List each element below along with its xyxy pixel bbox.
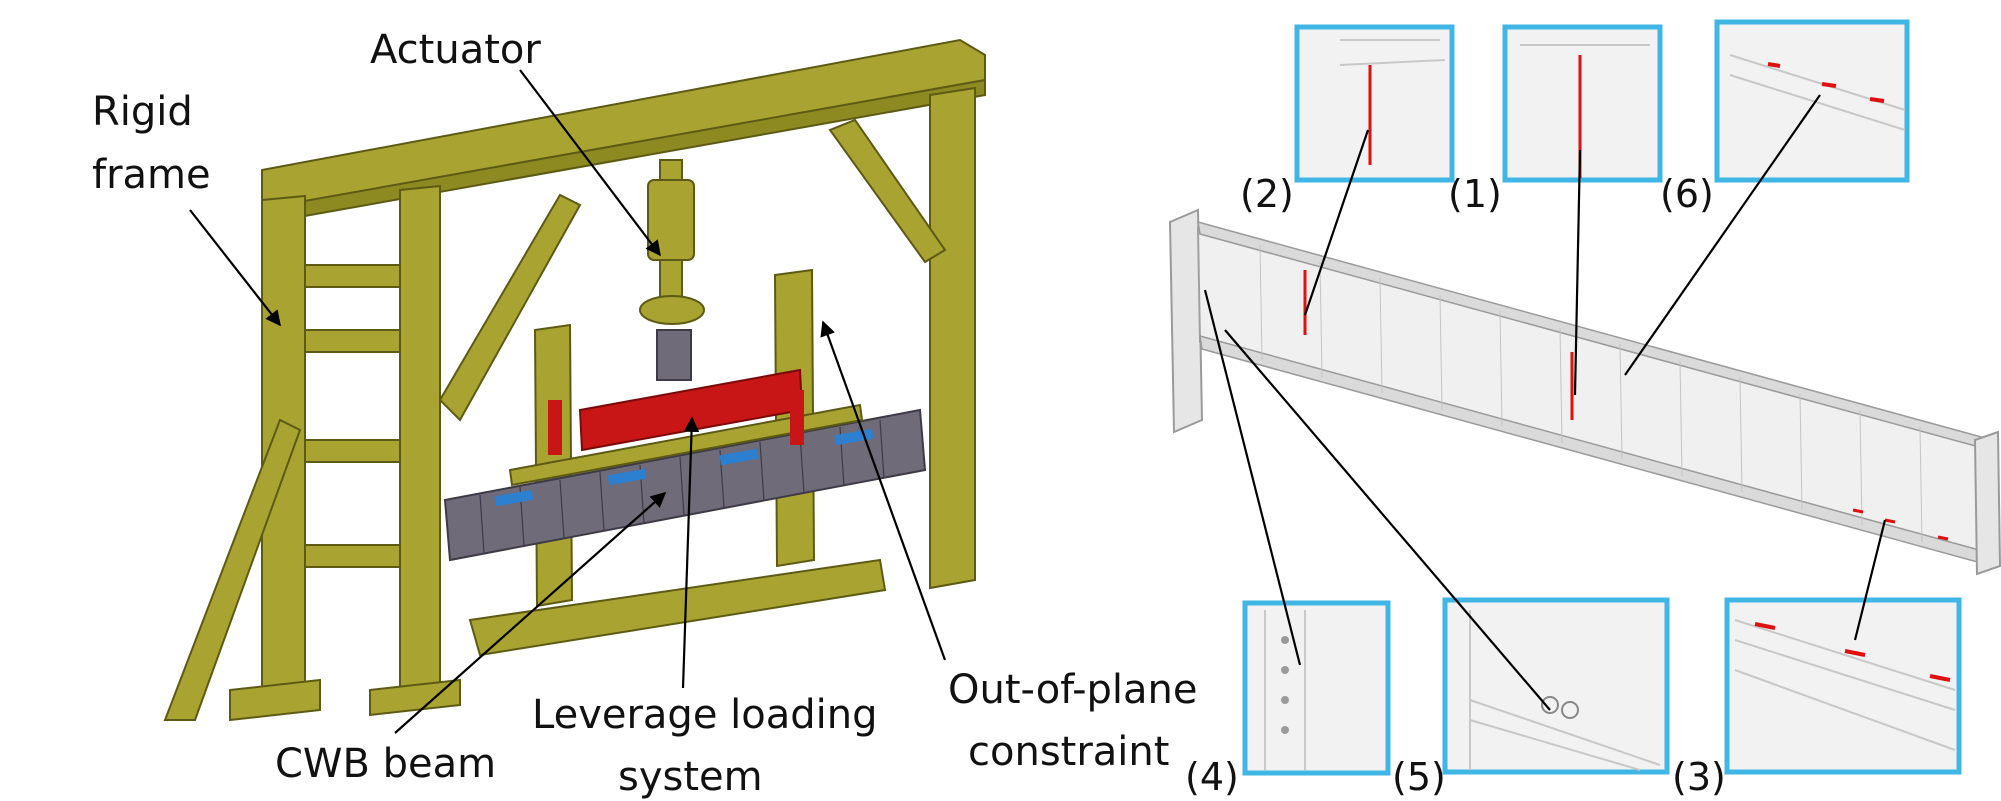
rigid-frame-left-column-inner [399,184,441,700]
leverage-beam-lower [508,403,864,487]
pointer-leverage-system [681,416,700,689]
label-out-of-plane-line2: constraint [968,729,1169,775]
ladder-rung-2 [304,329,401,353]
inset-label-4: (4) [1185,755,1239,799]
brace-left [163,418,302,721]
connector-inset-6 [1624,94,1821,376]
connector-inset-2 [1303,129,1370,316]
beam-corrugation-lines [1259,244,1923,543]
label-out-of-plane-line1: Out-of-plane [948,667,1197,713]
actuator-load-cell [656,329,692,381]
ladder-rung-1 [304,264,401,288]
pointer-cwb-beam [394,491,667,734]
inset-4 [1242,600,1391,776]
inset-label-2: (2) [1240,172,1294,216]
beam-failure-model [1168,208,2001,576]
pointer-actuator [519,69,661,257]
brace-inner-left [438,193,582,422]
inset-5 [1442,597,1670,775]
rigid-frame-right-column [929,86,976,590]
ladder-rung-3 [304,439,401,463]
connector-inset-4 [1203,289,1302,666]
crack-mark-3b [1884,518,1896,524]
inset-2 [1294,24,1455,183]
inset-label-1: (1) [1448,172,1502,216]
ladder-rung-4 [304,544,401,568]
bearing-2 [607,468,647,486]
connector-inset-3 [1853,519,1887,641]
connector-inset-1 [1573,149,1582,396]
ground-beam [468,558,887,657]
pointer-out-of-plane [820,320,947,661]
bearing-1 [494,489,534,507]
inset-label-6: (6) [1660,172,1714,216]
pointer-rigid-frame [189,209,281,327]
inset-label-3: (3) [1672,755,1726,799]
inset-3 [1724,597,1962,775]
label-rigid-frame-line2: frame [92,152,211,198]
label-rigid-frame-line1: Rigid [92,89,193,135]
cwb-beam [443,408,927,562]
beam-end-plate [1168,208,1204,434]
label-leverage-line1: Leverage loading [532,692,878,738]
label-actuator: Actuator [370,27,541,73]
base-plate-left [229,678,321,722]
inset-1 [1502,24,1663,183]
inset-6 [1714,19,1910,183]
connector-inset-5 [1224,329,1551,711]
loading-beam-end-right [790,390,804,445]
loading-beam-end-left [548,400,562,455]
beam-far-end-plate [1973,430,2001,576]
crack-mark-3c [1937,535,1949,541]
crack-mark-3a [1852,508,1864,514]
label-leverage-line2: system [618,754,763,800]
brace-right [828,118,947,264]
actuator-head [639,295,705,325]
inset-label-5: (5) [1392,755,1446,799]
bearing-3 [719,448,759,466]
base-plate-mid [369,678,461,717]
test-rig-drawing [163,38,986,722]
label-cwb-beam: CWB beam [275,741,496,787]
